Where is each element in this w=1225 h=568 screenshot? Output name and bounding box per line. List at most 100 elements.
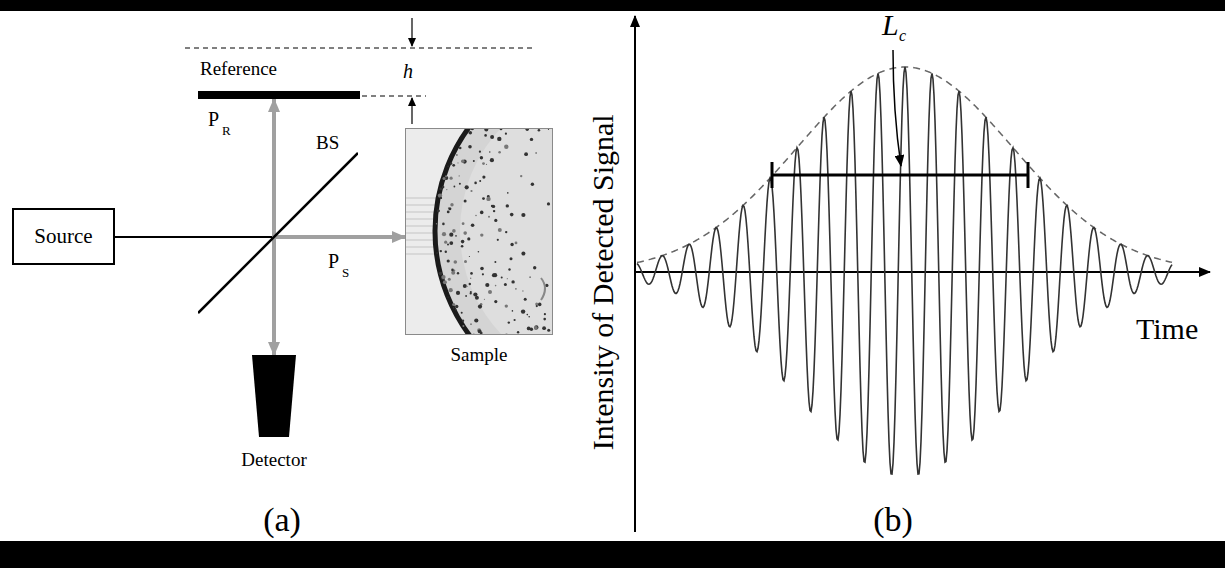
path-label: P (328, 250, 339, 273)
speckle (459, 147, 462, 150)
speckle (486, 197, 490, 201)
beam-splitter: BS (198, 132, 358, 318)
speckle (524, 152, 528, 156)
speckle (488, 216, 490, 218)
speckle (469, 131, 473, 135)
leader-arrow (893, 50, 901, 166)
speckle (471, 224, 475, 228)
reference-mirror: Reference (196, 58, 360, 99)
speckle (449, 288, 453, 292)
speckle (462, 320, 464, 322)
speckle (493, 210, 495, 212)
panel-label: (a) (263, 500, 301, 539)
speckle (497, 137, 501, 141)
speckle (450, 162, 452, 164)
y-axis (634, 16, 636, 532)
speckle (505, 231, 507, 233)
speckle (436, 252, 438, 254)
speckle (493, 273, 497, 277)
speckle (517, 331, 519, 333)
speckle (480, 211, 484, 215)
coherence-bar (772, 174, 1028, 177)
speckle (449, 233, 453, 237)
detector: Detector (234, 355, 314, 479)
speckle (444, 241, 447, 244)
speckle (454, 186, 456, 188)
sample-label: Sample (451, 344, 508, 366)
speckle (530, 138, 533, 141)
speckle (448, 207, 449, 208)
speckle (436, 223, 437, 224)
speckle (457, 162, 458, 163)
speckle (505, 304, 508, 307)
speckle (455, 305, 458, 308)
speckle (507, 192, 509, 194)
speckle (485, 283, 489, 287)
speckle (506, 204, 509, 207)
coherence-bar-tick (771, 162, 774, 188)
speckle (474, 318, 478, 322)
speckle (514, 319, 516, 321)
dimension-label-box: h (403, 60, 413, 83)
speckle (457, 272, 459, 274)
speckle (462, 325, 464, 327)
speckle (456, 154, 458, 156)
speckle (461, 245, 464, 248)
speckle (508, 268, 510, 270)
speckle (469, 256, 470, 257)
light-beam (274, 235, 358, 239)
speckle (443, 279, 445, 281)
speckle (527, 314, 529, 316)
speckle (462, 222, 465, 225)
speckle (531, 183, 534, 186)
speckle (510, 243, 513, 246)
speckle (515, 242, 518, 245)
speckle (480, 267, 484, 271)
speckle (521, 309, 525, 313)
mirror-label: Reference (200, 58, 360, 80)
speckle (482, 273, 484, 275)
speckle (512, 310, 514, 312)
speckle (548, 129, 549, 130)
light-path (115, 236, 198, 238)
speckle (461, 240, 465, 244)
speckle (454, 260, 458, 264)
speckle (447, 211, 450, 214)
light-path (272, 99, 276, 132)
image-frame (406, 129, 553, 335)
speckle (468, 145, 472, 149)
coherence-length-symbol: L (882, 8, 899, 43)
path-subscript-box: R (222, 121, 231, 139)
path-label-box: P (208, 108, 219, 131)
speckle (547, 329, 550, 332)
speckle (475, 215, 477, 217)
path-subscript-box: S (342, 263, 349, 281)
speckle (442, 223, 445, 226)
speckle (479, 180, 481, 182)
speckle (494, 261, 496, 263)
speckle (488, 290, 492, 294)
speckle (451, 269, 454, 272)
speckle (482, 176, 485, 179)
dimension-arrow (411, 98, 412, 124)
axis-title-box: Time (1136, 312, 1198, 347)
sample-image: Sample (405, 128, 553, 374)
speckle (447, 165, 449, 167)
speckle (542, 326, 546, 330)
speckle (490, 158, 494, 162)
speckle (455, 309, 457, 311)
dashed-level (362, 96, 426, 97)
speckle (522, 290, 523, 291)
speckle (437, 209, 440, 212)
speckle (447, 296, 448, 297)
speckle (473, 160, 475, 162)
speckle (439, 272, 443, 276)
speckle (447, 244, 449, 246)
speckle (538, 303, 542, 307)
dashed-level (185, 48, 535, 49)
speckle (461, 159, 465, 163)
speckle (478, 305, 482, 309)
speckle (494, 219, 497, 222)
path-label: P (208, 108, 219, 131)
